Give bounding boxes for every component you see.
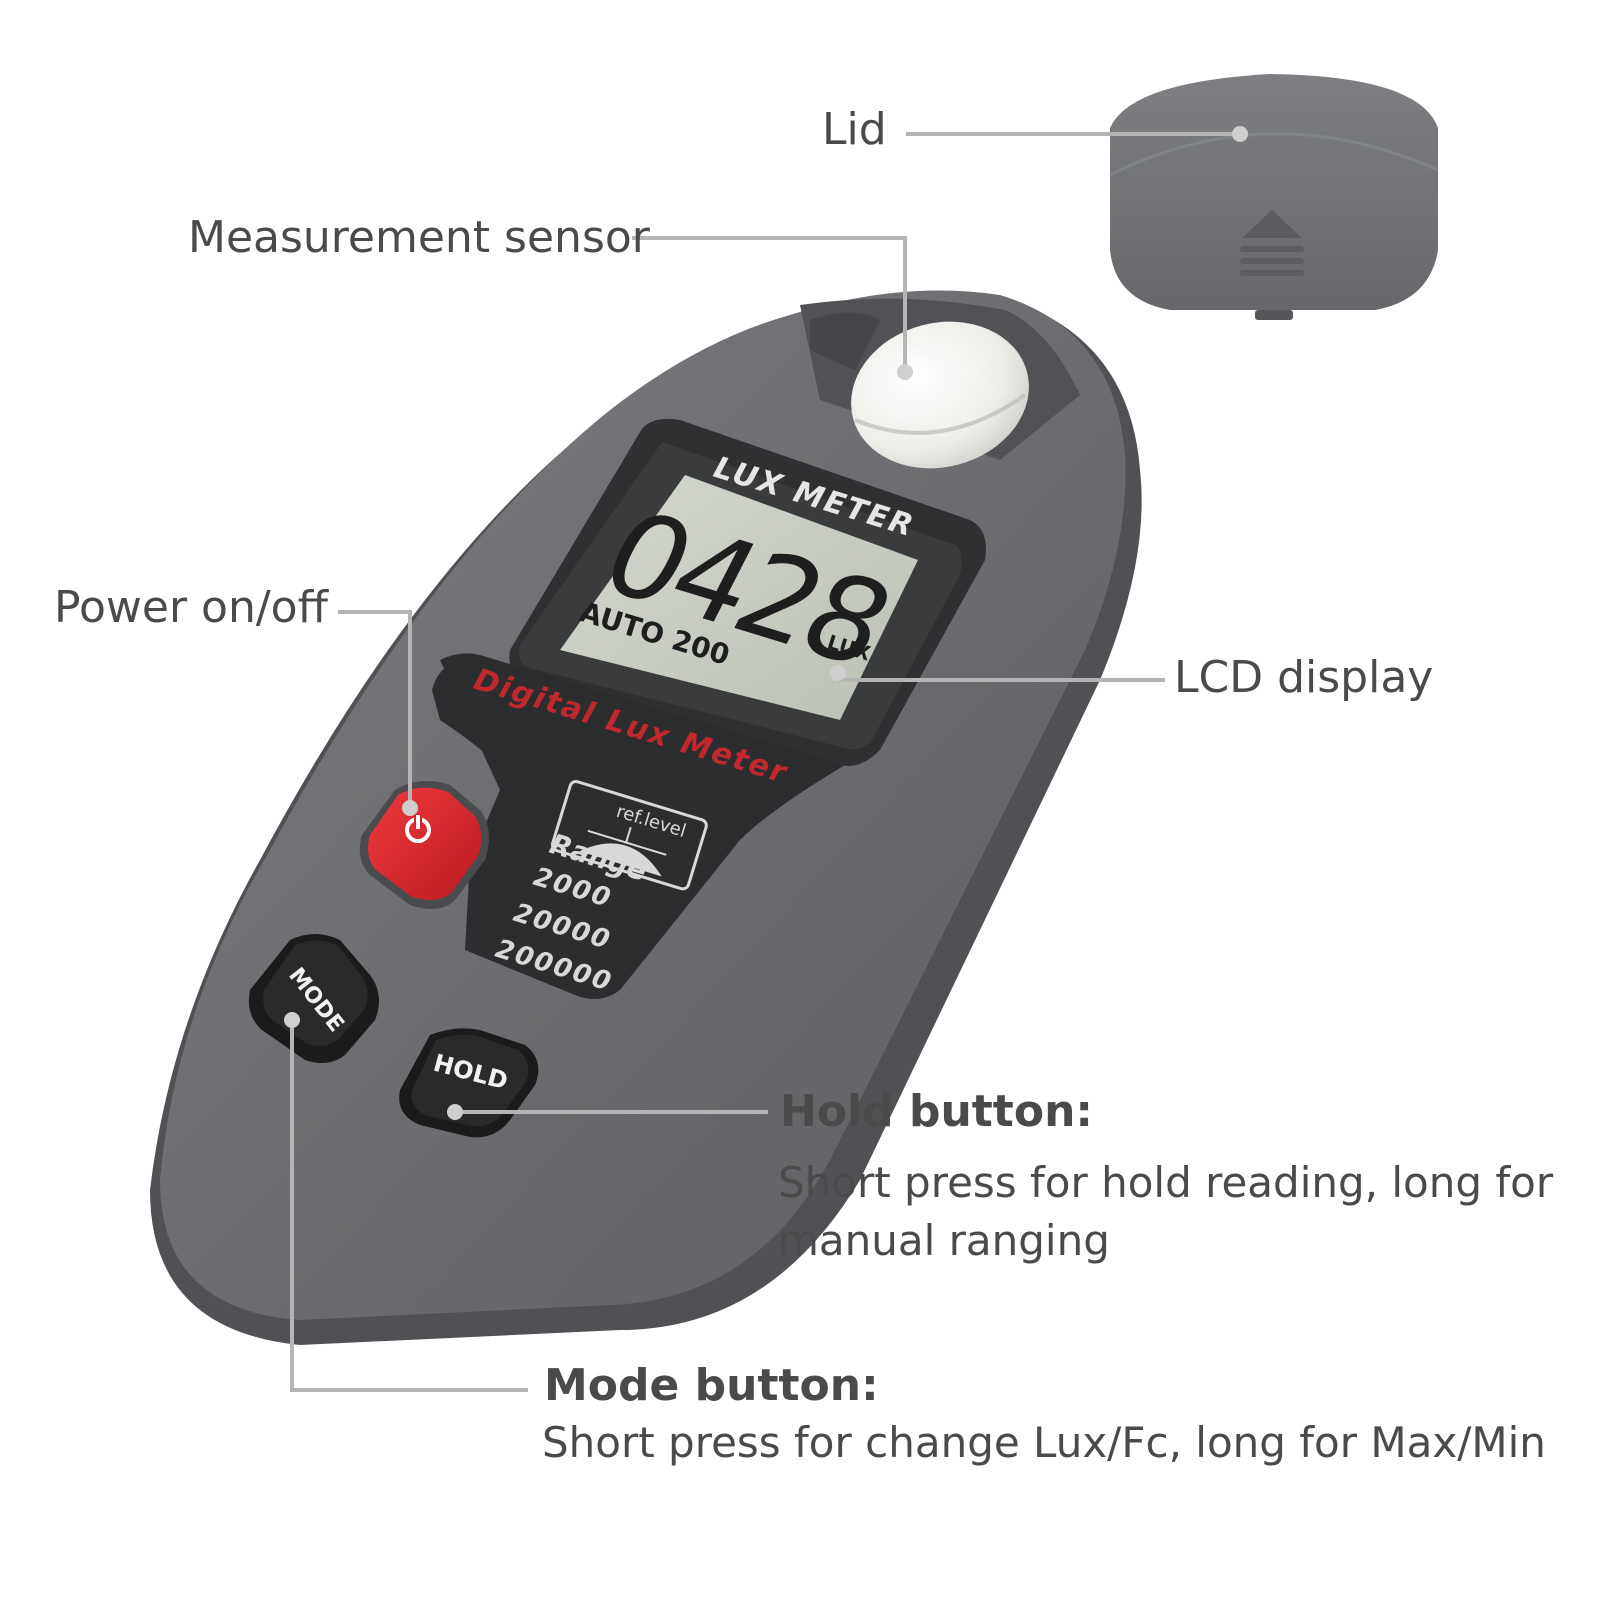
lid-pointer-dot: [1232, 126, 1248, 142]
sensor-label: Measurement sensor: [188, 212, 650, 263]
power-icon: [405, 814, 431, 843]
lcd-pointer-dot: [830, 665, 846, 681]
sensor-pointer-dot: [897, 364, 913, 380]
measurement-sensor: [851, 321, 1029, 469]
mode-pointer-dot: [284, 1012, 300, 1028]
eject-icon: [1240, 210, 1304, 276]
leader-dots: [284, 126, 1248, 1120]
hold-button-title: Hold button:: [780, 1086, 1093, 1137]
mode-leader-line: [290, 1020, 528, 1392]
mode-button-description: Short press for change Lux/Fc, long for …: [542, 1418, 1546, 1467]
lcd-display: [518, 442, 962, 749]
power-label: Power on/off: [54, 582, 328, 633]
lid-label: Lid: [822, 104, 887, 155]
leader-lines: [290, 132, 1240, 1392]
hold-button-description: Short press for hold reading, long for m…: [778, 1158, 1554, 1265]
hold-pointer-dot: [447, 1104, 463, 1120]
mode-button[interactable]: MODE: [248, 934, 379, 1064]
lid: [1109, 74, 1439, 320]
mode-button-title: Mode button:: [544, 1360, 879, 1411]
lcd-label: LCD display: [1174, 652, 1434, 703]
power-pointer-dot: [402, 800, 418, 816]
power-button[interactable]: [359, 781, 489, 909]
sensor-leader-line: [632, 236, 907, 370]
power-leader-line: [338, 610, 412, 808]
